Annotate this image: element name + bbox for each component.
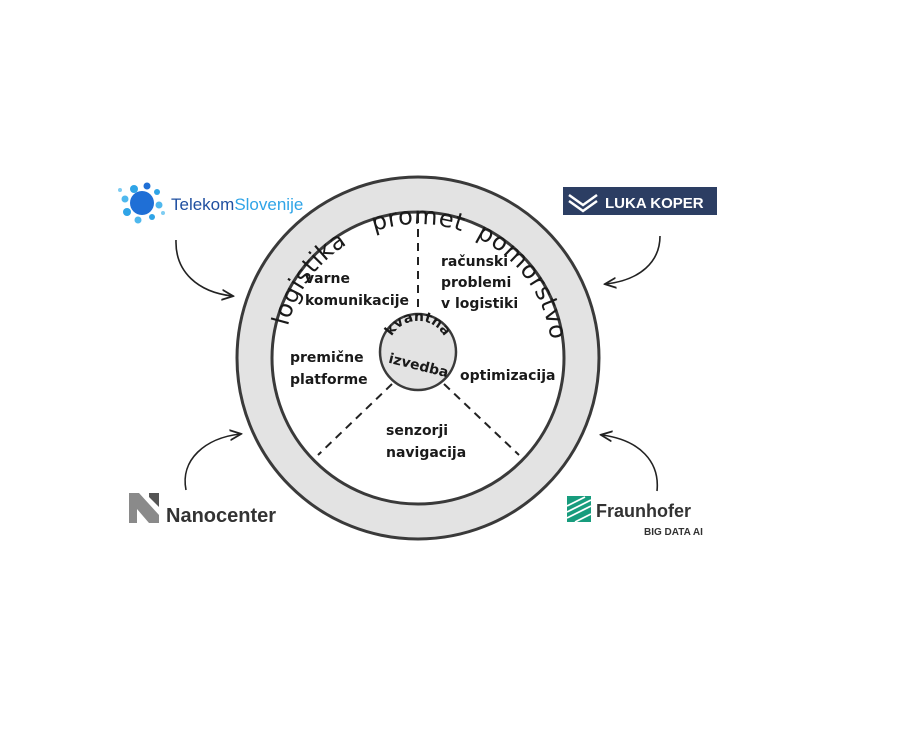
- telekom-dots-icon: [118, 182, 165, 224]
- topic-varne-komunikacije: varne komunikacije: [305, 271, 409, 309]
- luka-koper-wordmark: LUKA KOPER: [605, 195, 704, 212]
- divider-left: [317, 383, 393, 456]
- fraunhofer-wordmark: Fraunhofer: [596, 501, 691, 521]
- topic-premicne-platforme: premične platforme: [290, 350, 368, 388]
- fraunhofer-subtitle: BIG DATA AI: [644, 527, 703, 538]
- fraunhofer-logo: Fraunhofer BIG DATA AI: [566, 496, 703, 538]
- topic-racunski-problemi: računski problemi v logistiki: [441, 254, 518, 312]
- arrow-fraunhofer: [602, 435, 659, 492]
- fraunhofer-stripes-icon: [566, 496, 592, 523]
- luka-koper-logo: LUKA KOPER: [563, 187, 717, 215]
- topic-senzorji-navigacija: senzorji navigacija: [386, 423, 466, 461]
- nanocenter-wordmark: Nanocenter: [166, 505, 276, 527]
- core-circle: [378, 312, 458, 392]
- nanocenter-logo: Nanocenter: [129, 493, 276, 527]
- telekom-slovenije-logo: TelekomSlovenije: [118, 182, 303, 224]
- telekom-wordmark: TelekomSlovenije: [171, 195, 303, 214]
- topic-optimizacija: optimizacija: [460, 368, 555, 384]
- arrow-nanocenter: [184, 434, 240, 491]
- arrow-telekom: [175, 239, 232, 296]
- divider-right: [443, 383, 520, 456]
- nanocenter-n-icon: [129, 493, 159, 523]
- luka-koper-emblem-icon: [568, 193, 598, 213]
- arrow-luka-koper: [606, 235, 661, 284]
